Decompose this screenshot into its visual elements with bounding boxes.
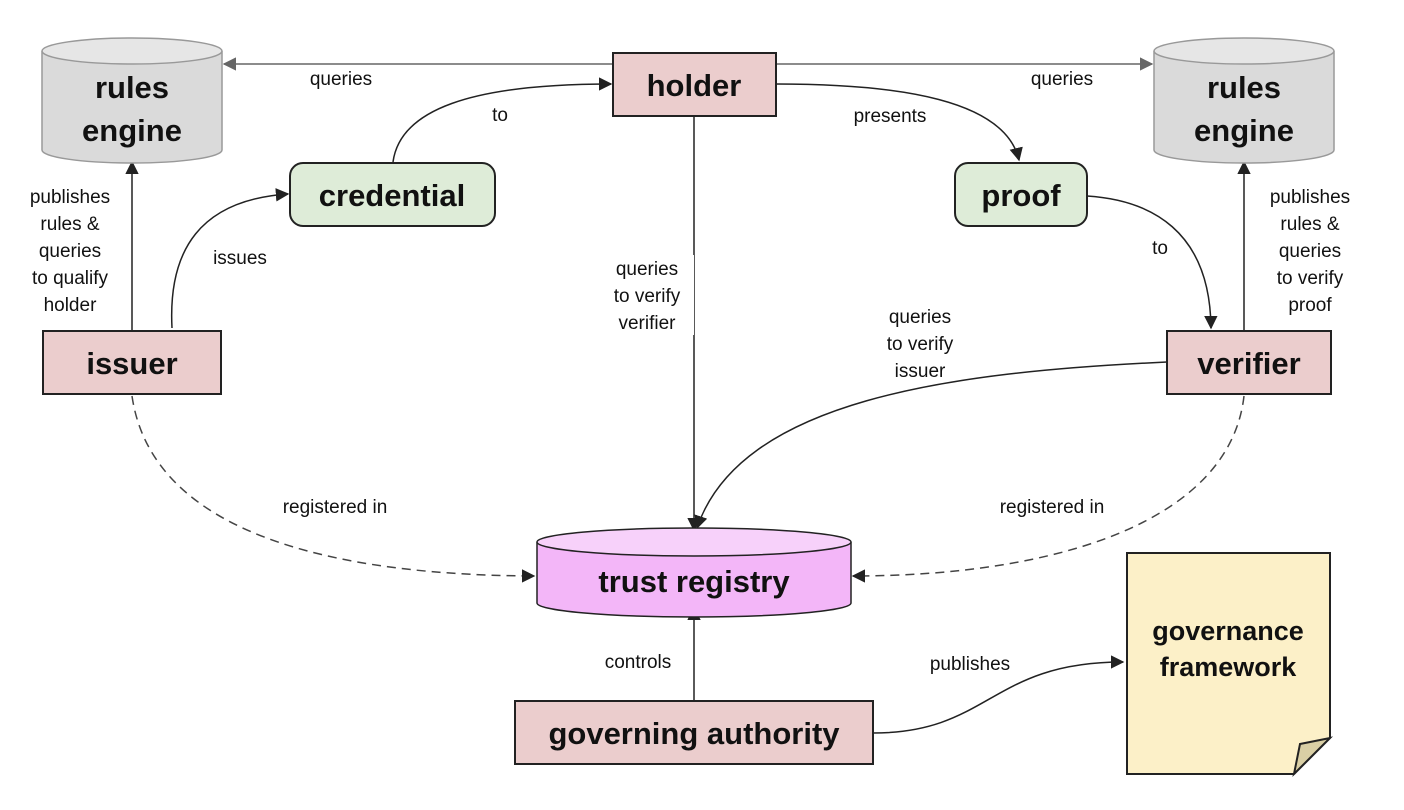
label-line: to verify	[614, 286, 681, 307]
label-proof-to: to	[1152, 238, 1168, 259]
governance-framework-line2: framework	[1160, 652, 1298, 682]
label-authority-controls: controls	[605, 652, 672, 673]
label-line: rules &	[1280, 214, 1339, 235]
rules-engine-right: rules engine	[1153, 37, 1335, 164]
label-issuer-publishes: publishes rules & queries to qualify hol…	[30, 187, 110, 316]
label-holder-queries-left: queries	[310, 69, 372, 90]
governance-framework-node: governance framework	[1126, 552, 1334, 778]
label-line: publishes	[1270, 187, 1350, 208]
governing-authority-node: governing authority	[514, 700, 874, 765]
proof-node: proof	[954, 162, 1088, 227]
governance-framework-line1: governance	[1152, 616, 1304, 646]
label-verifier-publishes: publishes rules & queries to verify proo…	[1270, 187, 1350, 316]
label-line: proof	[1288, 295, 1332, 316]
governing-authority-label: governing authority	[548, 716, 840, 751]
credential-node: credential	[289, 162, 496, 227]
label-line: to qualify	[32, 268, 109, 289]
label-holder-queries-verifier: queries to verify verifier	[604, 255, 694, 335]
trust-registry-node: trust registry	[536, 527, 852, 618]
label-credential-to: to	[492, 105, 508, 126]
trust-registry-label: trust registry	[598, 564, 790, 599]
holder-label: holder	[647, 68, 742, 103]
proof-label: proof	[981, 178, 1061, 213]
label-holder-presents: presents	[854, 106, 927, 127]
edge-issuer-registered	[131, 395, 536, 583]
holder-node: holder	[612, 52, 777, 117]
label-line: queries	[1279, 241, 1341, 262]
verifier-node: verifier	[1166, 330, 1332, 395]
credential-label: credential	[319, 178, 465, 213]
rules-engine-right-line2: engine	[1194, 113, 1294, 148]
folded-corner-icon	[1292, 736, 1334, 778]
verifier-label: verifier	[1197, 346, 1300, 381]
edge-credential-holder	[392, 77, 613, 163]
edge-verifier-trust-registry	[694, 361, 1168, 530]
edge-authority-framework	[872, 655, 1125, 734]
label-line: rules &	[40, 214, 99, 235]
rules-engine-left-line2: engine	[82, 113, 182, 148]
label-issuer-issues: issues	[213, 248, 267, 269]
label-verifier-queries-issuer: queries to verify issuer	[887, 307, 954, 382]
label-background	[604, 255, 694, 335]
label-line: to verify	[887, 334, 954, 355]
label-issuer-registered: registered in	[283, 497, 388, 518]
label-verifier-registered: registered in	[1000, 497, 1105, 518]
label-line: holder	[44, 295, 97, 316]
edge-holder-proof	[775, 83, 1023, 162]
rules-engine-right-line1: rules	[1207, 70, 1281, 105]
label-line: issuer	[895, 361, 946, 382]
label-holder-queries-right: queries	[1031, 69, 1093, 90]
issuer-label: issuer	[86, 346, 177, 381]
edge-verifier-registered	[851, 395, 1245, 583]
edge-proof-verifier	[1086, 195, 1218, 330]
label-line: publishes	[30, 187, 110, 208]
issuer-node: issuer	[42, 330, 222, 395]
label-line: verifier	[618, 313, 676, 334]
label-authority-publishes: publishes	[930, 654, 1010, 675]
rules-engine-left: rules engine	[41, 37, 223, 164]
edge-issuer-credential	[170, 188, 290, 329]
rules-engine-left-line1: rules	[95, 70, 169, 105]
label-line: to verify	[1277, 268, 1344, 289]
label-line: queries	[616, 259, 678, 280]
label-line: queries	[889, 307, 951, 328]
label-line: queries	[39, 241, 101, 262]
